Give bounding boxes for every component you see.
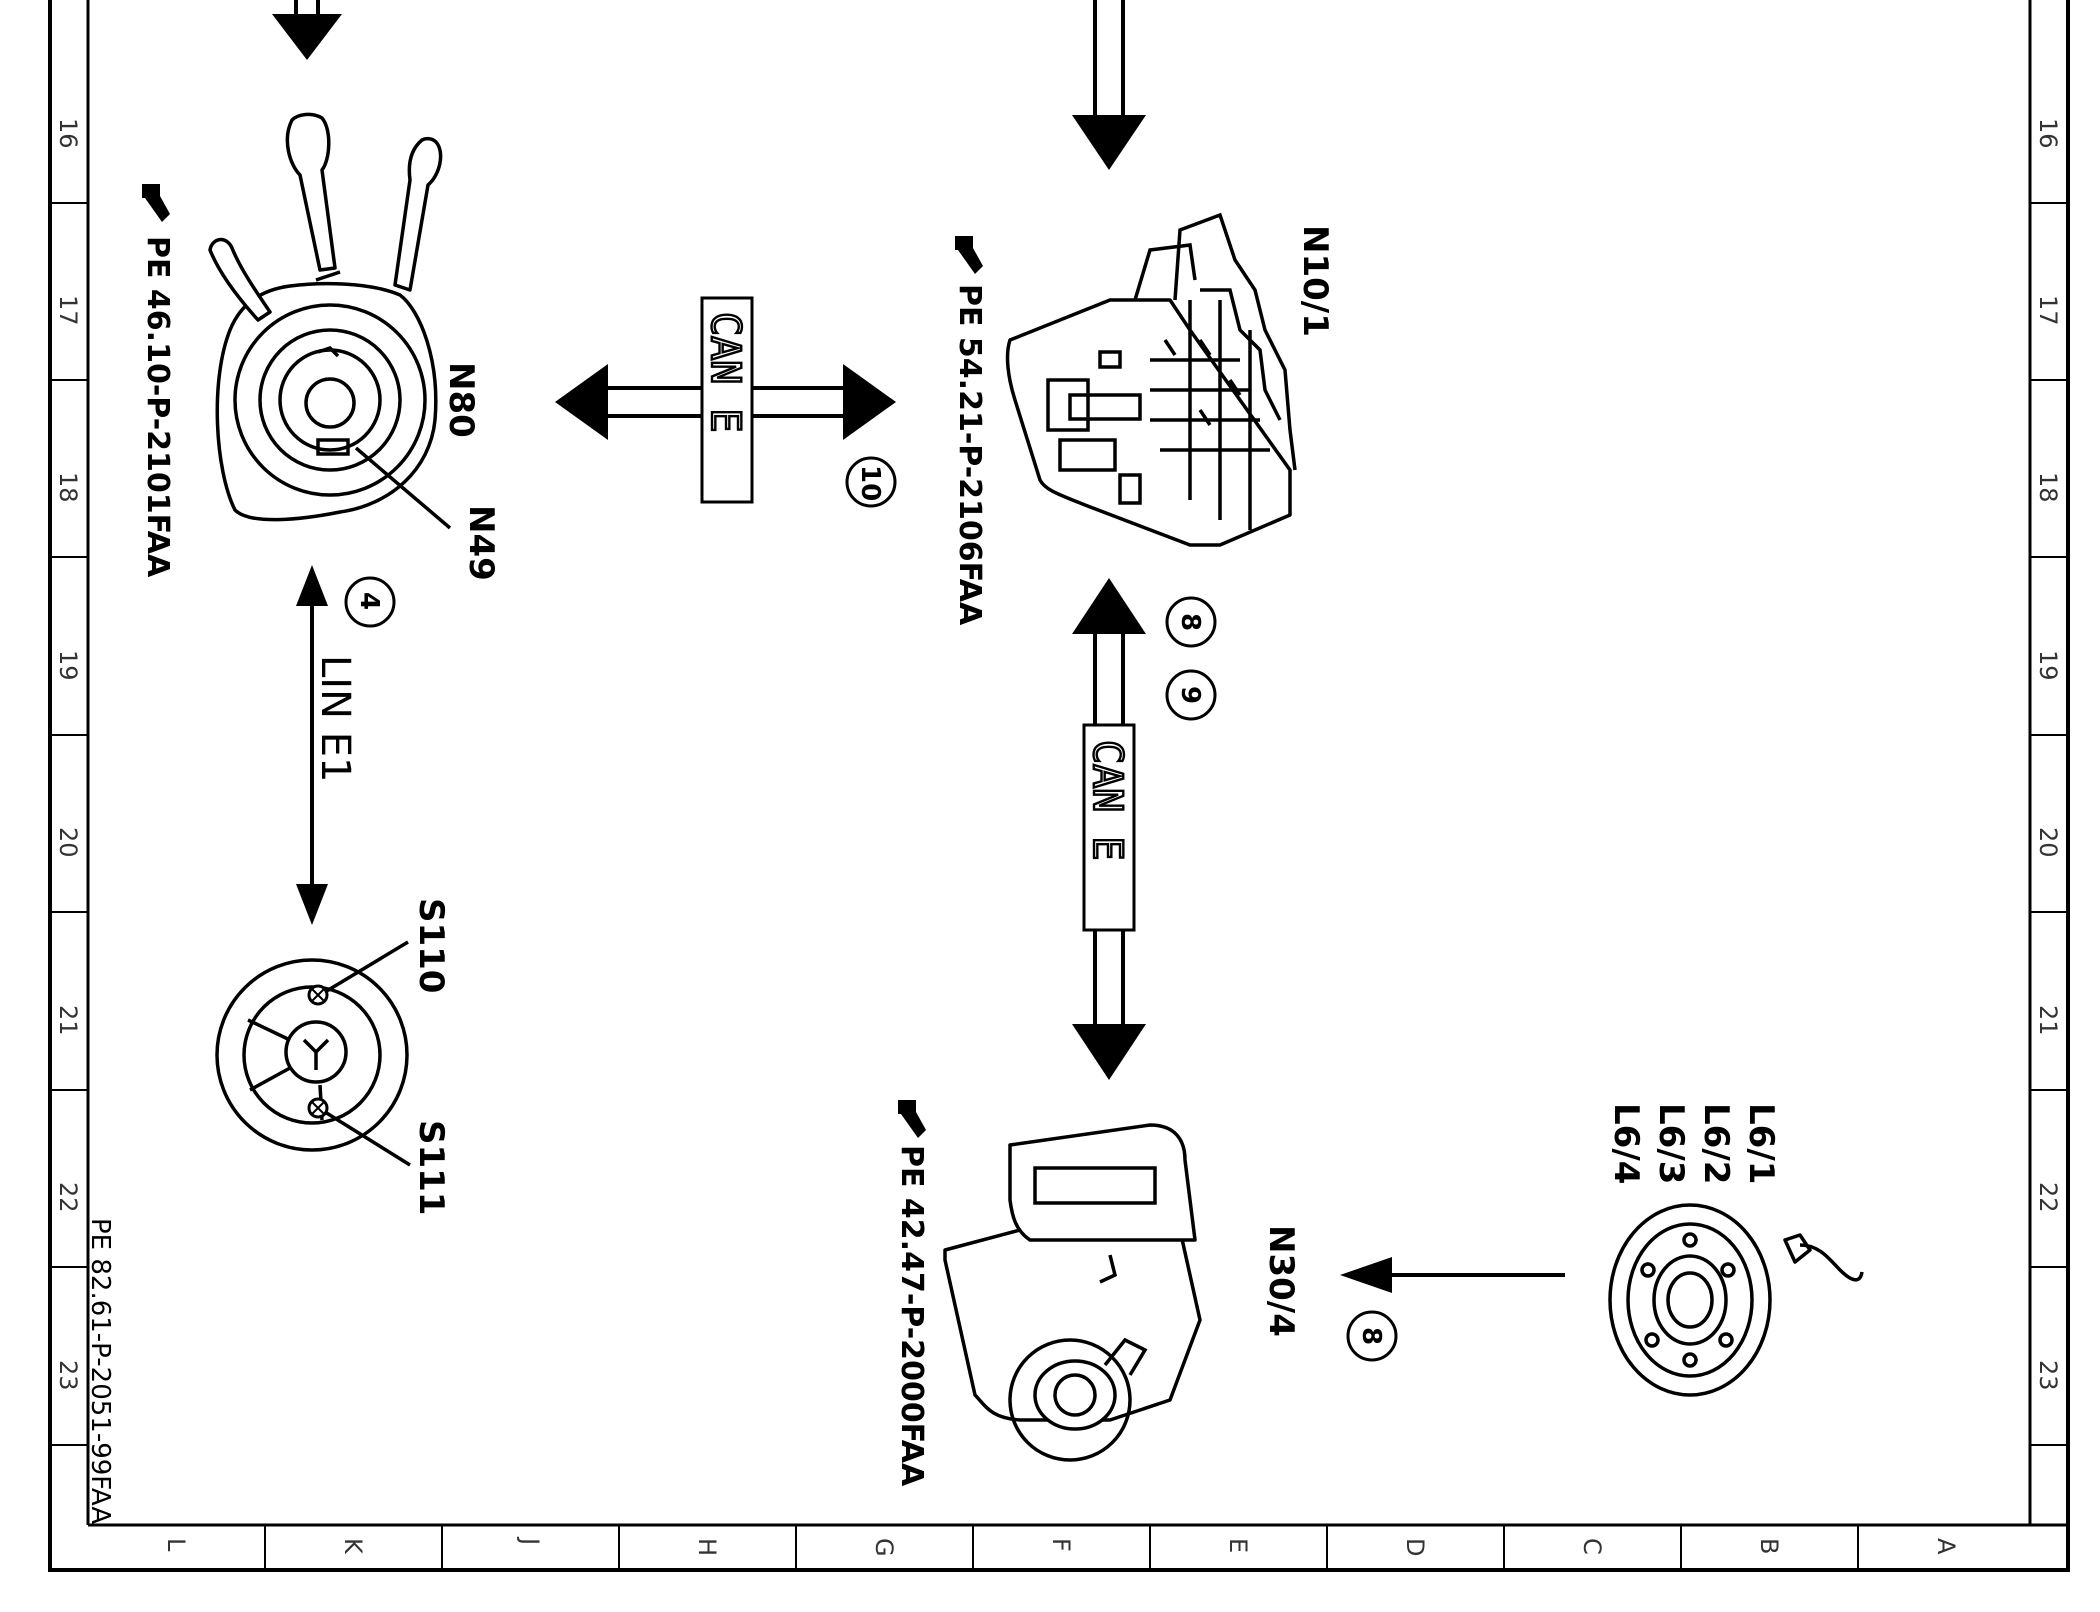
grid-letter: K xyxy=(339,1538,367,1555)
bus-label-can-top: CAN E xyxy=(702,312,748,432)
bottom-grid-letters: L K J H G F E D C B A xyxy=(162,1536,1960,1557)
label-l6-4: L6/4 xyxy=(1606,1103,1646,1184)
grid-num: 17 xyxy=(2034,295,2062,326)
label-l6-1: L6/1 xyxy=(1741,1103,1781,1184)
can-bus-connector-top xyxy=(555,296,896,504)
steering-wheel xyxy=(215,940,411,1167)
can-bus-connector-middle xyxy=(1072,578,1146,1080)
right-grid-ticks xyxy=(2030,202,2068,1446)
marker-8-bottom xyxy=(1346,1310,1398,1362)
grid-letter: F xyxy=(1047,1538,1075,1552)
marker-8-bottom-text: 8 xyxy=(1356,1327,1386,1345)
pointer-icon xyxy=(142,184,170,222)
marker-8-top-text: 8 xyxy=(1175,613,1205,631)
grid-num: 23 xyxy=(2034,1360,2062,1391)
grid-letter: B xyxy=(1755,1538,1783,1554)
grid-num: 22 xyxy=(2034,1182,2062,1213)
reference-esp: PE 42.47-P-2000FAA xyxy=(894,1145,929,1487)
marker-4-text: 4 xyxy=(354,592,384,610)
document-id: PE 82.61-P-2051-99FAA xyxy=(85,1218,115,1524)
grid-letter: L xyxy=(162,1538,190,1552)
grid-num: 18 xyxy=(54,472,82,503)
grid-letter: E xyxy=(1224,1538,1252,1553)
left-grid-ticks xyxy=(50,202,88,1446)
label-l6-2: L6/2 xyxy=(1696,1103,1736,1184)
grid-letter: G xyxy=(870,1538,898,1557)
reference-steering-module: PE 46.10-P-2101FAA xyxy=(140,236,175,578)
grid-num: 20 xyxy=(2034,827,2062,858)
grid-num: 18 xyxy=(2034,472,2062,503)
grid-num: 20 xyxy=(54,827,82,858)
bottom-grid-ticks xyxy=(264,1525,1859,1570)
incoming-arrow-left xyxy=(272,0,342,60)
label-n80: N80 xyxy=(441,362,481,438)
marker-9 xyxy=(1165,669,1217,721)
grid-letter: A xyxy=(1932,1538,1960,1555)
control-unit-n30-4 xyxy=(943,1123,1202,1462)
grid-num: 23 xyxy=(54,1360,82,1391)
label-l6-3: L6/3 xyxy=(1651,1103,1691,1184)
grid-num: 22 xyxy=(54,1182,82,1213)
grid-num: 17 xyxy=(54,295,82,326)
label-n10-1: N10/1 xyxy=(1295,225,1335,337)
label-s110: S110 xyxy=(411,898,451,993)
grid-num: 19 xyxy=(54,650,82,681)
bus-label-can-middle: CAN E xyxy=(1084,740,1130,860)
grid-num: 21 xyxy=(54,1005,82,1036)
bus-label-lin: LIN E1 xyxy=(312,655,358,782)
drawing-frame xyxy=(48,0,2070,1572)
marker-10-text: 10 xyxy=(855,465,885,501)
label-n30-4: N30/4 xyxy=(1261,1225,1301,1337)
lin-bus-connector xyxy=(296,565,328,925)
grid-letter: C xyxy=(1578,1538,1606,1555)
pointer-icon xyxy=(955,236,983,274)
left-grid-numbers: 16 17 18 19 20 21 22 23 xyxy=(54,118,82,1391)
wheel-speed-sensor xyxy=(1608,1203,1864,1397)
leader-n49 xyxy=(354,446,452,530)
grid-num: 16 xyxy=(54,118,82,149)
control-unit-n10-1 xyxy=(1005,212,1297,547)
grid-letter: H xyxy=(693,1538,721,1556)
reference-sam: PE 54.21-P-2106FAA xyxy=(952,284,987,626)
marker-4 xyxy=(344,576,396,628)
grid-num: 21 xyxy=(2034,1005,2062,1036)
label-s111: S111 xyxy=(411,1120,451,1215)
marker-8-top xyxy=(1165,596,1217,648)
label-n49: N49 xyxy=(461,505,501,581)
incoming-arrow-center xyxy=(1072,0,1146,170)
marker-9-text: 9 xyxy=(1175,686,1205,704)
pointer-icon xyxy=(898,1100,926,1138)
wheel-speed-signal-arrow xyxy=(1340,1257,1565,1293)
grid-letter: J xyxy=(516,1536,544,1545)
marker-10 xyxy=(845,456,897,508)
grid-letter: D xyxy=(1401,1538,1429,1556)
right-grid-numbers: 16 17 18 19 20 21 22 23 xyxy=(2034,118,2062,1391)
steering-column-module-n80 xyxy=(208,112,443,522)
grid-num: 16 xyxy=(2034,118,2062,149)
grid-num: 19 xyxy=(2034,650,2062,681)
